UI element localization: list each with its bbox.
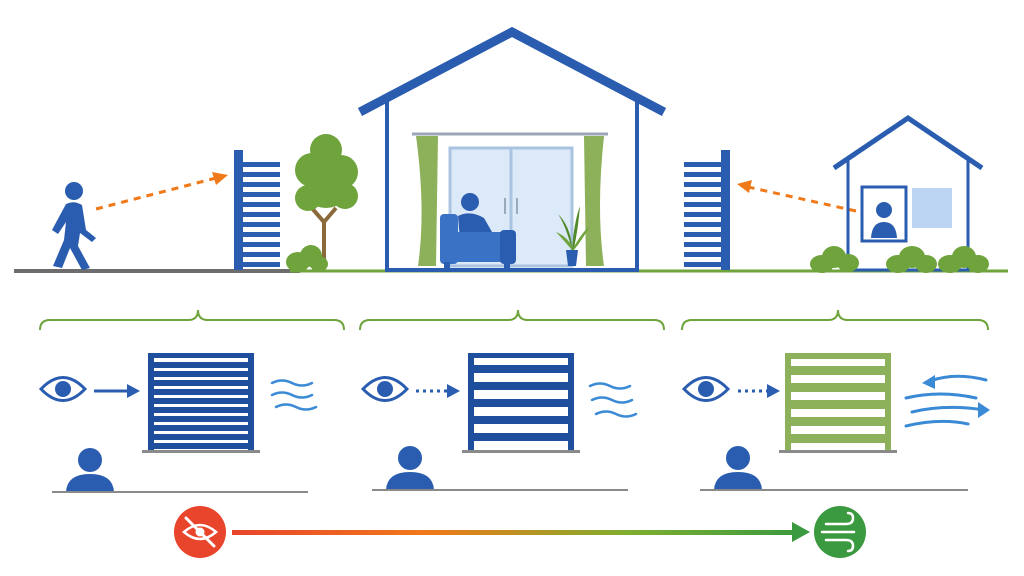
eye-slash-icon [174,506,226,558]
panel-open [681,353,990,491]
fence-medium [462,353,580,453]
fence-dense [142,353,260,453]
scale-gradient-bar [232,530,798,535]
house-walls [385,100,639,272]
neighbor-gaze-arrow [737,180,857,213]
scale-arrowhead [792,522,810,542]
light-wind-icon [588,382,638,418]
person-icon [386,446,434,490]
solid-arrow [94,384,140,398]
bush-icon [286,245,328,272]
panel-medium [360,353,638,491]
neighbor-house [832,114,984,272]
brace-left [39,309,345,331]
main-house [357,26,667,272]
walker-gaze-arrow [95,172,228,211]
house-roof [357,26,667,116]
tree-icon [295,134,358,268]
person-icon [714,446,762,490]
light-wind-icon [270,379,318,411]
curtain-left [416,136,438,266]
wind-icon [814,506,866,558]
person-in-armchair-icon [440,193,516,268]
person-in-window-icon [871,202,897,238]
privacy-airflow-scale [174,506,866,558]
brace-right [681,309,989,331]
potted-plant-icon [556,206,590,266]
strong-wind-icon [904,374,990,428]
eye-icon [38,376,88,402]
person-icon [66,448,114,492]
curtain-right [582,136,604,266]
dotted-arrow [738,384,780,398]
brace-middle [359,309,665,331]
walking-person-icon [52,182,96,270]
fence-open [779,353,897,453]
slatted-fence-right [684,150,730,270]
slatted-fence-left [234,150,280,270]
panel-dense [38,353,318,493]
bushes-right [810,246,989,273]
eye-icon [681,376,731,402]
dotted-arrow [416,384,460,398]
eye-icon [360,376,410,402]
